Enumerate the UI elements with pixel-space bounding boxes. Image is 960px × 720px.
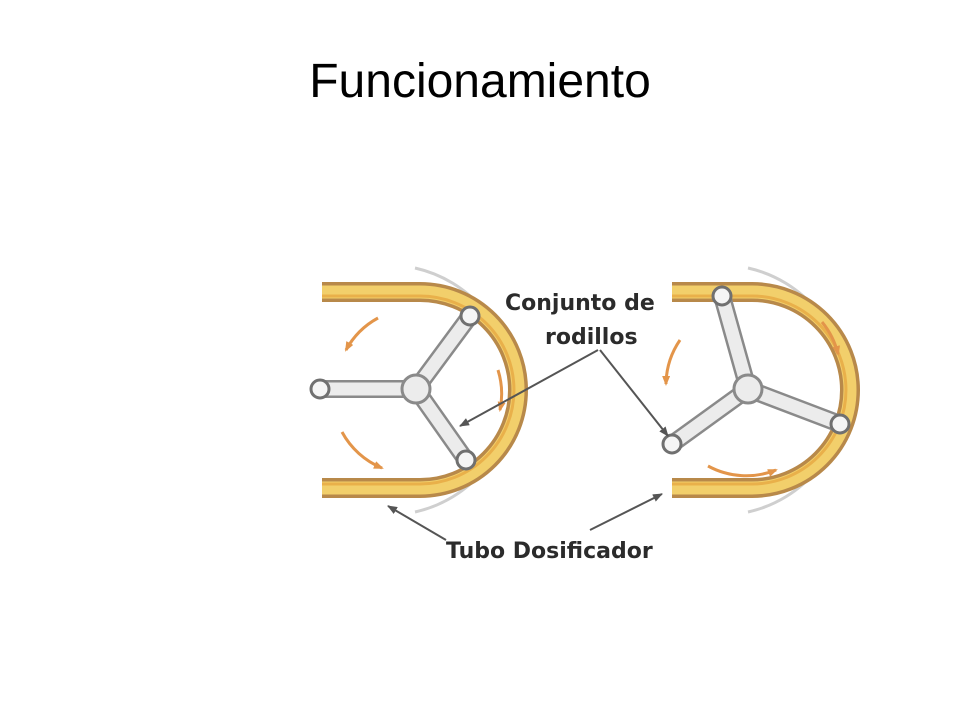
pointer-rollers-left [459, 349, 599, 427]
pump-right-roller-top [711, 285, 733, 307]
pointer-tube-right [589, 493, 663, 531]
pump-right-rotation-arrow-bottom [707, 464, 778, 478]
label-rollers-line2: rodillos [545, 325, 638, 350]
pump-left-rotor [311, 307, 479, 469]
pump-right-roller-right [829, 413, 851, 435]
pump-left-roller-bottom [455, 449, 477, 471]
pump-left-rotation-arrow-top [344, 316, 379, 352]
pump-right-rotation-arrow-left [662, 339, 682, 386]
pump-left-rotation-arrow-bottom [340, 431, 384, 470]
pointer-rollers-right [599, 349, 669, 437]
pump-left-hub [400, 373, 432, 405]
pump-right-rotation-arrow-right [820, 321, 840, 356]
pump-right [661, 266, 860, 514]
page-title: Funcionamiento [309, 55, 651, 108]
label-rollers-line1: Conjunto de [505, 291, 655, 316]
pump-left-roller-left [309, 378, 331, 400]
pointer-tube-left [387, 505, 447, 541]
pump-left-roller-top [459, 305, 481, 327]
pump-left-rotation-arrow-right [496, 369, 506, 412]
pump-right-hub [732, 373, 764, 405]
pump-right-tube [672, 282, 860, 498]
pump-left-tube [322, 282, 528, 498]
pump-right-roller-left [661, 433, 683, 455]
pump-right-rotor [663, 287, 849, 453]
label-tube: Tubo Dosificador [446, 539, 653, 564]
pump-left [309, 266, 528, 514]
